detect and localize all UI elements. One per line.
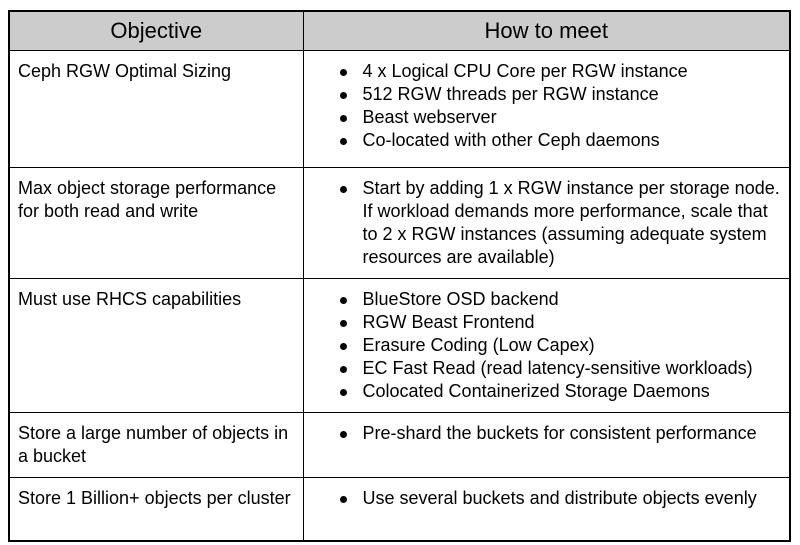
bullet-text: Use several buckets and distribute objec… [362, 487, 757, 508]
table-row: Ceph RGW Optimal Sizing 4 x Logical CPU … [8, 49, 791, 168]
bullet-list: Start by adding 1 x RGW instance per sto… [304, 177, 782, 269]
bullet-dot-icon [339, 365, 347, 373]
bullet-item: Use several buckets and distribute objec… [304, 487, 782, 510]
bullet-text: 512 RGW threads per RGW instance [362, 83, 659, 104]
bullet-dot-icon [339, 91, 347, 99]
bullet-item: Beast webserver [304, 106, 782, 129]
how-to-meet-cell: Use several buckets and distribute objec… [302, 476, 791, 542]
bullet-list: Pre-shard the buckets for consistent per… [304, 422, 782, 445]
bullet-dot-icon [339, 137, 347, 145]
bullet-dot-icon [339, 185, 347, 193]
how-to-meet-cell: Pre-shard the buckets for consistent per… [302, 411, 791, 478]
bullet-list: BlueStore OSD backend RGW Beast Frontend… [304, 288, 782, 403]
bullet-dot-icon [339, 388, 347, 396]
column-header-objective: Objective [8, 10, 304, 51]
table-row: Max object storage performance for both … [8, 166, 791, 279]
bullet-text: Colocated Containerized Storage Daemons [362, 380, 710, 401]
objective-cell: Ceph RGW Optimal Sizing [8, 49, 304, 168]
bullet-item: 4 x Logical CPU Core per RGW instance [304, 60, 782, 83]
bullet-dot-icon [339, 319, 347, 327]
bullet-item: Pre-shard the buckets for consistent per… [304, 422, 782, 445]
how-to-meet-cell: BlueStore OSD backend RGW Beast Frontend… [302, 277, 791, 413]
bullet-dot-icon [339, 495, 347, 503]
bullet-dot-icon [339, 430, 347, 438]
bullet-text: BlueStore OSD backend [362, 288, 559, 309]
bullet-dot-icon [339, 114, 347, 122]
bullet-item: Erasure Coding (Low Capex) [304, 334, 782, 357]
bullet-dot-icon [339, 342, 347, 350]
bullet-list: Use several buckets and distribute objec… [304, 487, 782, 510]
table-row: Must use RHCS capabilities BlueStore OSD… [8, 277, 791, 413]
objective-cell: Must use RHCS capabilities [8, 277, 304, 413]
objective-cell: Store a large number of objects in a buc… [8, 411, 304, 478]
bullet-text: EC Fast Read (read latency-sensitive wor… [362, 357, 753, 378]
bullet-item: Colocated Containerized Storage Daemons [304, 380, 782, 403]
bullet-item: 512 RGW threads per RGW instance [304, 83, 782, 106]
bullet-text: Pre-shard the buckets for consistent per… [362, 422, 757, 443]
bullet-dot-icon [339, 296, 347, 304]
bullet-text: Start by adding 1 x RGW instance per sto… [362, 177, 780, 267]
table-row: Store a large number of objects in a buc… [8, 411, 791, 478]
bullet-text: 4 x Logical CPU Core per RGW instance [362, 60, 688, 81]
bullet-text: RGW Beast Frontend [362, 311, 535, 332]
bullet-text: Co-located with other Ceph daemons [362, 129, 660, 150]
bullet-text: Erasure Coding (Low Capex) [362, 334, 595, 355]
header-row: Objective How to meet [8, 10, 791, 51]
how-to-meet-cell: 4 x Logical CPU Core per RGW instance 51… [302, 49, 791, 168]
bullet-item: Co-located with other Ceph daemons [304, 129, 782, 152]
objective-cell: Max object storage performance for both … [8, 166, 304, 279]
table-row: Store 1 Billion+ objects per cluster Use… [8, 476, 791, 542]
column-header-how-to-meet: How to meet [302, 10, 791, 51]
objective-cell: Store 1 Billion+ objects per cluster [8, 476, 304, 542]
bullet-item: BlueStore OSD backend [304, 288, 782, 311]
bullet-list: 4 x Logical CPU Core per RGW instance 51… [304, 60, 782, 152]
bullet-dot-icon [339, 68, 347, 76]
bullet-text: Beast webserver [362, 106, 497, 127]
bullet-item: Start by adding 1 x RGW instance per sto… [304, 177, 782, 269]
bullet-item: EC Fast Read (read latency-sensitive wor… [304, 357, 782, 380]
objective-table: Objective How to meet Ceph RGW Optimal S… [8, 10, 791, 542]
bullet-item: RGW Beast Frontend [304, 311, 782, 334]
how-to-meet-cell: Start by adding 1 x RGW instance per sto… [302, 166, 791, 279]
